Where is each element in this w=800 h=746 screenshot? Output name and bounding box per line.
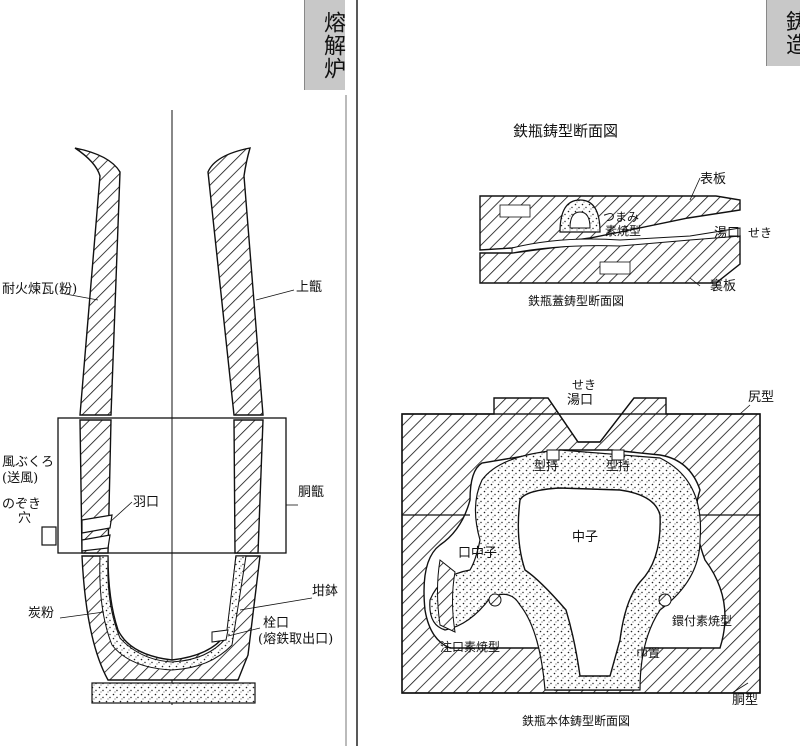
lid-mold-caption: 鉄瓶蓋鋳型断面図: [528, 294, 625, 308]
upper-section-label: 上甑: [296, 280, 323, 295]
upper-left-wall: [74, 147, 121, 416]
peephole-label-1: のぞき: [2, 497, 42, 512]
spout-bisque: [437, 559, 456, 633]
spout-core-label: 口中子: [458, 546, 498, 561]
body-mold-caption: 鉄瓶本体鋳型断面図: [522, 714, 631, 728]
holder-left-label: 型持: [534, 459, 559, 473]
tap-label-1: 栓口: [263, 616, 290, 631]
crucible-label: 坩鉢: [312, 584, 339, 599]
peephole-box: [41, 526, 57, 546]
lid-mold-diagram: [479, 177, 741, 287]
upper-right-wall: [207, 147, 264, 416]
lid-sprue-label: 湯口: [714, 226, 741, 241]
middle-section-label: 胴甑: [298, 485, 325, 500]
body-weir-label: せき: [572, 378, 597, 392]
furnace-base: [91, 682, 256, 704]
spout-bisque-label: 注口素焼型: [440, 640, 501, 654]
top-plate-label: 表板: [700, 172, 727, 187]
body-mold-label: 胴型: [732, 693, 759, 708]
body-mold-diagram: [401, 397, 761, 694]
holder-right-label: 型持: [606, 459, 631, 473]
furnace-diagram: [41, 110, 313, 705]
knob-label-2: 素焼型: [605, 224, 642, 238]
tap-label-2: (熔鉄取出口): [258, 632, 334, 647]
bottom-plate-label: 裏板: [710, 279, 737, 294]
bellows-label-2: (送風): [2, 471, 39, 486]
chaplet-label: 巾置: [636, 646, 661, 660]
furnace-tab: 熔解炉: [304, 0, 345, 90]
lid-weir-label: せき: [748, 226, 773, 240]
tuyere-shape: [81, 514, 113, 534]
casting-tab: 鋳造: [766, 0, 800, 66]
charcoal-layer: [99, 555, 247, 671]
core-label: 中子: [572, 530, 599, 545]
tuyere-label: 羽口: [133, 495, 160, 510]
body-sprue-label: 湯口: [567, 393, 594, 408]
middle-section-box: [57, 417, 287, 554]
lid-top-plate: [479, 195, 741, 251]
refractory-brick-label: 耐火煉瓦(粉): [2, 282, 78, 297]
inner-core: [517, 487, 661, 677]
peephole-label-2: 穴: [18, 511, 32, 526]
figure-title: 鉄瓶鋳型断面図: [513, 122, 619, 140]
bellows-label-1: 風ぶくろ: [2, 455, 55, 470]
charcoal-powder-label: 炭粉: [28, 606, 55, 621]
bottom-mold-label: 尻型: [748, 390, 775, 405]
knob-label-1: つまみ: [603, 210, 640, 224]
ring-fitting-label: 鐶付素焼型: [672, 614, 733, 628]
